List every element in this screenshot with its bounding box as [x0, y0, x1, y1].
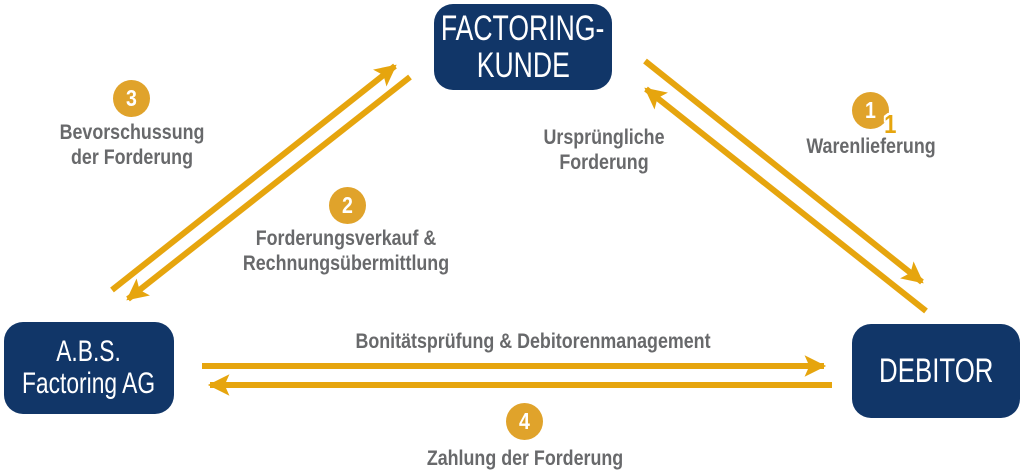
node-label: FACTORING- — [441, 9, 605, 48]
step-number: 3 — [126, 85, 137, 111]
label-zahlung: Zahlung der Forderung — [426, 447, 624, 470]
arrow-warenlieferung — [643, 58, 924, 285]
step-circle-3: 3 — [113, 80, 150, 117]
step-circle-1: 1 — [852, 92, 889, 129]
node-factoring-kunde: FACTORING- KUNDE — [434, 4, 612, 90]
node-label: A.B.S. — [56, 335, 122, 368]
node-label: Factoring AG — [22, 367, 156, 400]
node-label: DEBITOR — [878, 352, 994, 390]
node-debitor: DEBITOR — [852, 324, 1020, 418]
node-label: KUNDE — [476, 46, 570, 85]
label-warenlieferung: Warenlieferung — [806, 135, 936, 158]
step-number: 1 — [865, 97, 876, 123]
label-urspruengliche-forderung: Ursprüngliche Forderung — [543, 126, 665, 174]
arrow-bevorschussung — [110, 63, 397, 293]
stray-digit-artifact: 1 — [884, 109, 897, 139]
label-bonitaetspruefung: Bonitätsprüfung & Debitorenmanagement — [355, 330, 711, 353]
arrow-urspruengliche-forderung — [644, 86, 928, 314]
node-abs-factoring-ag: A.B.S. Factoring AG — [4, 322, 174, 414]
step-number: 2 — [342, 192, 353, 218]
step-number: 4 — [519, 408, 530, 434]
label-bevorschussung: Bevorschussung der Forderung — [59, 121, 205, 169]
arrow-forderungsverkauf — [126, 74, 412, 302]
step-circle-2: 2 — [329, 187, 366, 224]
step-circle-4: 4 — [506, 403, 543, 440]
label-forderungsverkauf: Forderungsverkauf & Rechnungsübermittlun… — [242, 227, 450, 275]
